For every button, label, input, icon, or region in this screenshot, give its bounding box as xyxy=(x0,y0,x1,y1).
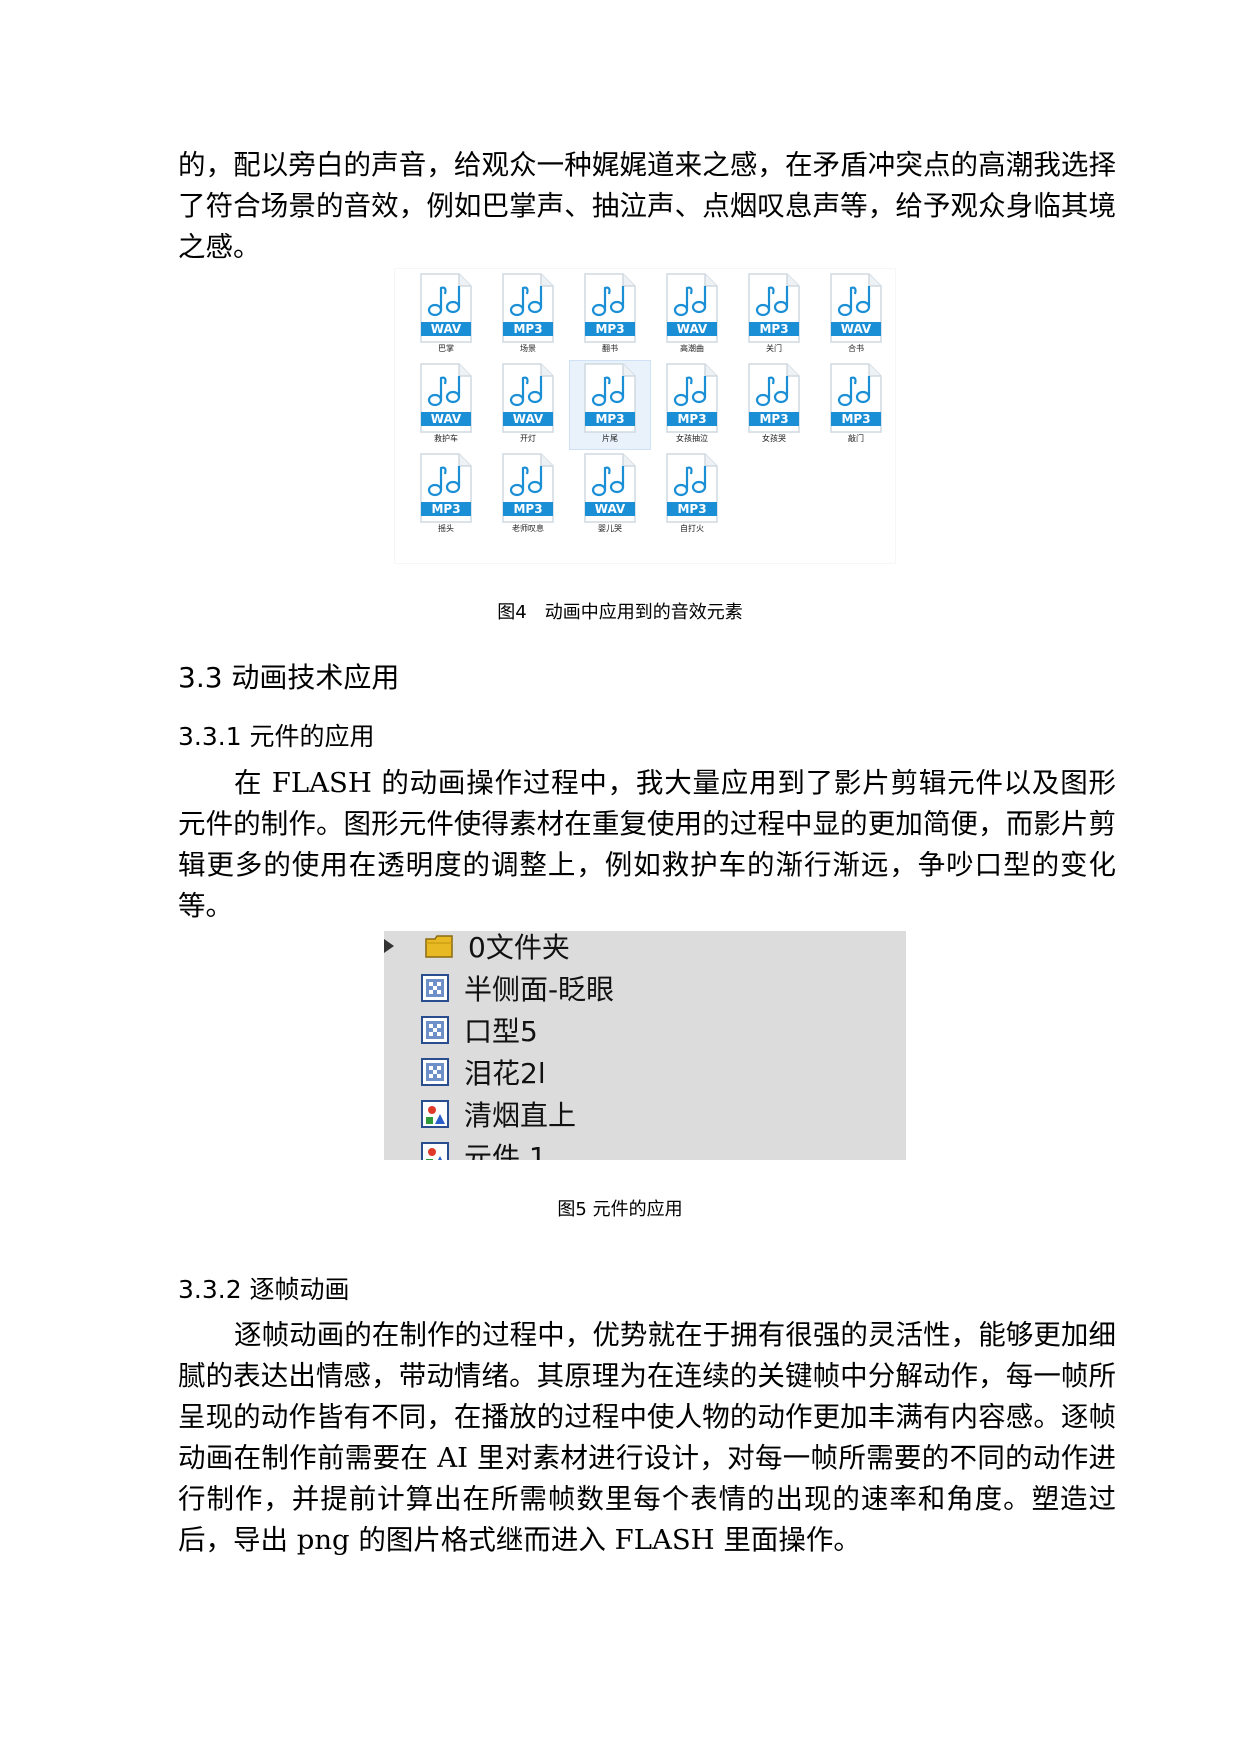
section-3-3-heading: 3.3 动画技术应用 xyxy=(178,661,400,694)
audio-file-icon: WAV xyxy=(666,273,718,343)
file-extension-label: WAV xyxy=(431,322,462,336)
audio-file-icon: MP3 xyxy=(502,273,554,343)
movieclip-icon xyxy=(421,974,449,1002)
audio-file-item[interactable]: WAV 开灯 xyxy=(487,360,569,450)
audio-file-item[interactable]: WAV 救护车 xyxy=(405,360,487,450)
file-extension-label: WAV xyxy=(431,412,462,426)
file-extension-label: WAV xyxy=(841,322,872,336)
audio-file-icon: MP3 xyxy=(666,453,718,523)
file-extension-label: MP3 xyxy=(759,322,788,336)
library-item-graphic[interactable]: 元件 1 xyxy=(420,1135,547,1160)
audio-file-name: 巴掌 xyxy=(438,344,454,353)
section-3-3-2-paragraph: 逐帧动画的在制作的过程中，优势就在于拥有很强的灵活性，能够更加细腻的表达出情感，… xyxy=(178,1319,1116,1556)
audio-file-item[interactable]: MP3 摇头 xyxy=(405,450,487,540)
graphic-symbol-icon xyxy=(421,1142,449,1160)
audio-file-name: 摇头 xyxy=(438,524,454,533)
audio-file-item[interactable]: MP3 老师叹息 xyxy=(487,450,569,540)
audio-file-name: 高潮曲 xyxy=(680,344,704,353)
audio-file-icon: MP3 xyxy=(666,363,718,433)
file-extension-label: MP3 xyxy=(513,502,542,516)
audio-file-name: 合书 xyxy=(848,344,864,353)
audio-file-icon: MP3 xyxy=(502,453,554,523)
audio-file-name: 翻书 xyxy=(602,344,618,353)
audio-file-icon: MP3 xyxy=(420,453,472,523)
file-extension-label: MP3 xyxy=(677,502,706,516)
audio-file-item[interactable]: MP3 女孩抽泣 xyxy=(651,360,733,450)
audio-file-name: 关门 xyxy=(766,344,782,353)
audio-file-icon: WAV xyxy=(420,273,472,343)
audio-file-icon: WAV xyxy=(502,363,554,433)
library-item-folder[interactable]: 0文件夹 xyxy=(384,931,570,967)
expand-arrow-icon[interactable] xyxy=(384,939,394,953)
audio-file-name: 敲门 xyxy=(848,434,864,443)
audio-file-item[interactable]: MP3 翻书 xyxy=(569,270,651,360)
figure4-caption: 图4 动画中应用到的音效元素 xyxy=(497,602,743,623)
file-extension-label: MP3 xyxy=(595,412,624,426)
movieclip-icon xyxy=(421,1058,449,1086)
file-extension-label: MP3 xyxy=(759,412,788,426)
intro-paragraph: 的，配以旁白的声音，给观众一种娓娓道来之感，在矛盾冲突点的高潮我选择了符合场景的… xyxy=(178,149,1116,263)
audio-file-icon: MP3 xyxy=(748,273,800,343)
file-extension-label: MP3 xyxy=(841,412,870,426)
audio-file-item[interactable]: MP3 自打火 xyxy=(651,450,733,540)
audio-file-name: 婴儿哭 xyxy=(598,524,622,533)
audio-file-icon: WAV xyxy=(420,363,472,433)
file-extension-label: MP3 xyxy=(677,412,706,426)
audio-file-item[interactable]: MP3 敲门 xyxy=(815,360,897,450)
section-3-3-1-heading: 3.3.1 元件的应用 xyxy=(178,722,375,751)
audio-file-item[interactable]: WAV 合书 xyxy=(815,270,897,360)
audio-file-name: 场景 xyxy=(520,344,536,353)
file-extension-label: MP3 xyxy=(431,502,460,516)
library-item-movieclip[interactable]: 口型5 xyxy=(420,1009,538,1051)
audio-file-item[interactable]: WAV 高潮曲 xyxy=(651,270,733,360)
file-extension-label: WAV xyxy=(677,322,708,336)
library-item-movieclip[interactable]: 泪花2l xyxy=(420,1051,546,1093)
audio-file-item[interactable]: MP3 女孩哭 xyxy=(733,360,815,450)
graphic-symbol-icon xyxy=(421,1100,449,1128)
library-item-graphic[interactable]: 清烟直上 xyxy=(420,1093,576,1135)
audio-file-item[interactable]: WAV 婴儿哭 xyxy=(569,450,651,540)
section-3-3-2-heading: 3.3.2 逐帧动画 xyxy=(178,1275,350,1304)
audio-file-icon: WAV xyxy=(584,453,636,523)
folder-icon xyxy=(425,935,453,958)
audio-file-name: 自打火 xyxy=(680,524,704,533)
library-item-movieclip[interactable]: 半侧面-眨眼 xyxy=(420,967,614,1009)
file-extension-label: MP3 xyxy=(595,322,624,336)
audio-file-icon: MP3 xyxy=(748,363,800,433)
movieclip-icon xyxy=(421,1016,449,1044)
audio-file-icon: MP3 xyxy=(584,273,636,343)
audio-file-icon: MP3 xyxy=(584,363,636,433)
audio-file-icon: WAV xyxy=(830,273,882,343)
file-extension-label: MP3 xyxy=(513,322,542,336)
figure5-caption: 图5 元件的应用 xyxy=(557,1199,683,1220)
audio-file-name: 开灯 xyxy=(520,434,536,443)
audio-file-name: 女孩抽泣 xyxy=(676,434,708,443)
audio-file-item[interactable]: WAV 巴掌 xyxy=(405,270,487,360)
audio-file-name: 女孩哭 xyxy=(762,434,786,443)
audio-file-name: 老师叹息 xyxy=(512,524,544,533)
audio-file-item[interactable]: MP3 片尾 xyxy=(569,360,651,450)
audio-file-icon: MP3 xyxy=(830,363,882,433)
audio-file-item[interactable]: MP3 场景 xyxy=(487,270,569,360)
audio-file-item[interactable]: MP3 关门 xyxy=(733,270,815,360)
file-extension-label: WAV xyxy=(595,502,626,516)
section-3-3-1-paragraph: 在 FLASH 的动画操作过程中，我大量应用到了影片剪辑元件以及图形元件的制作。… xyxy=(178,767,1116,922)
audio-file-name: 片尾 xyxy=(602,434,618,443)
file-extension-label: WAV xyxy=(513,412,544,426)
audio-file-name: 救护车 xyxy=(434,434,458,443)
library-panel-figure: 0文件夹 半侧面-眨眼 口型5 泪花2l 清烟直上 xyxy=(384,931,906,1160)
